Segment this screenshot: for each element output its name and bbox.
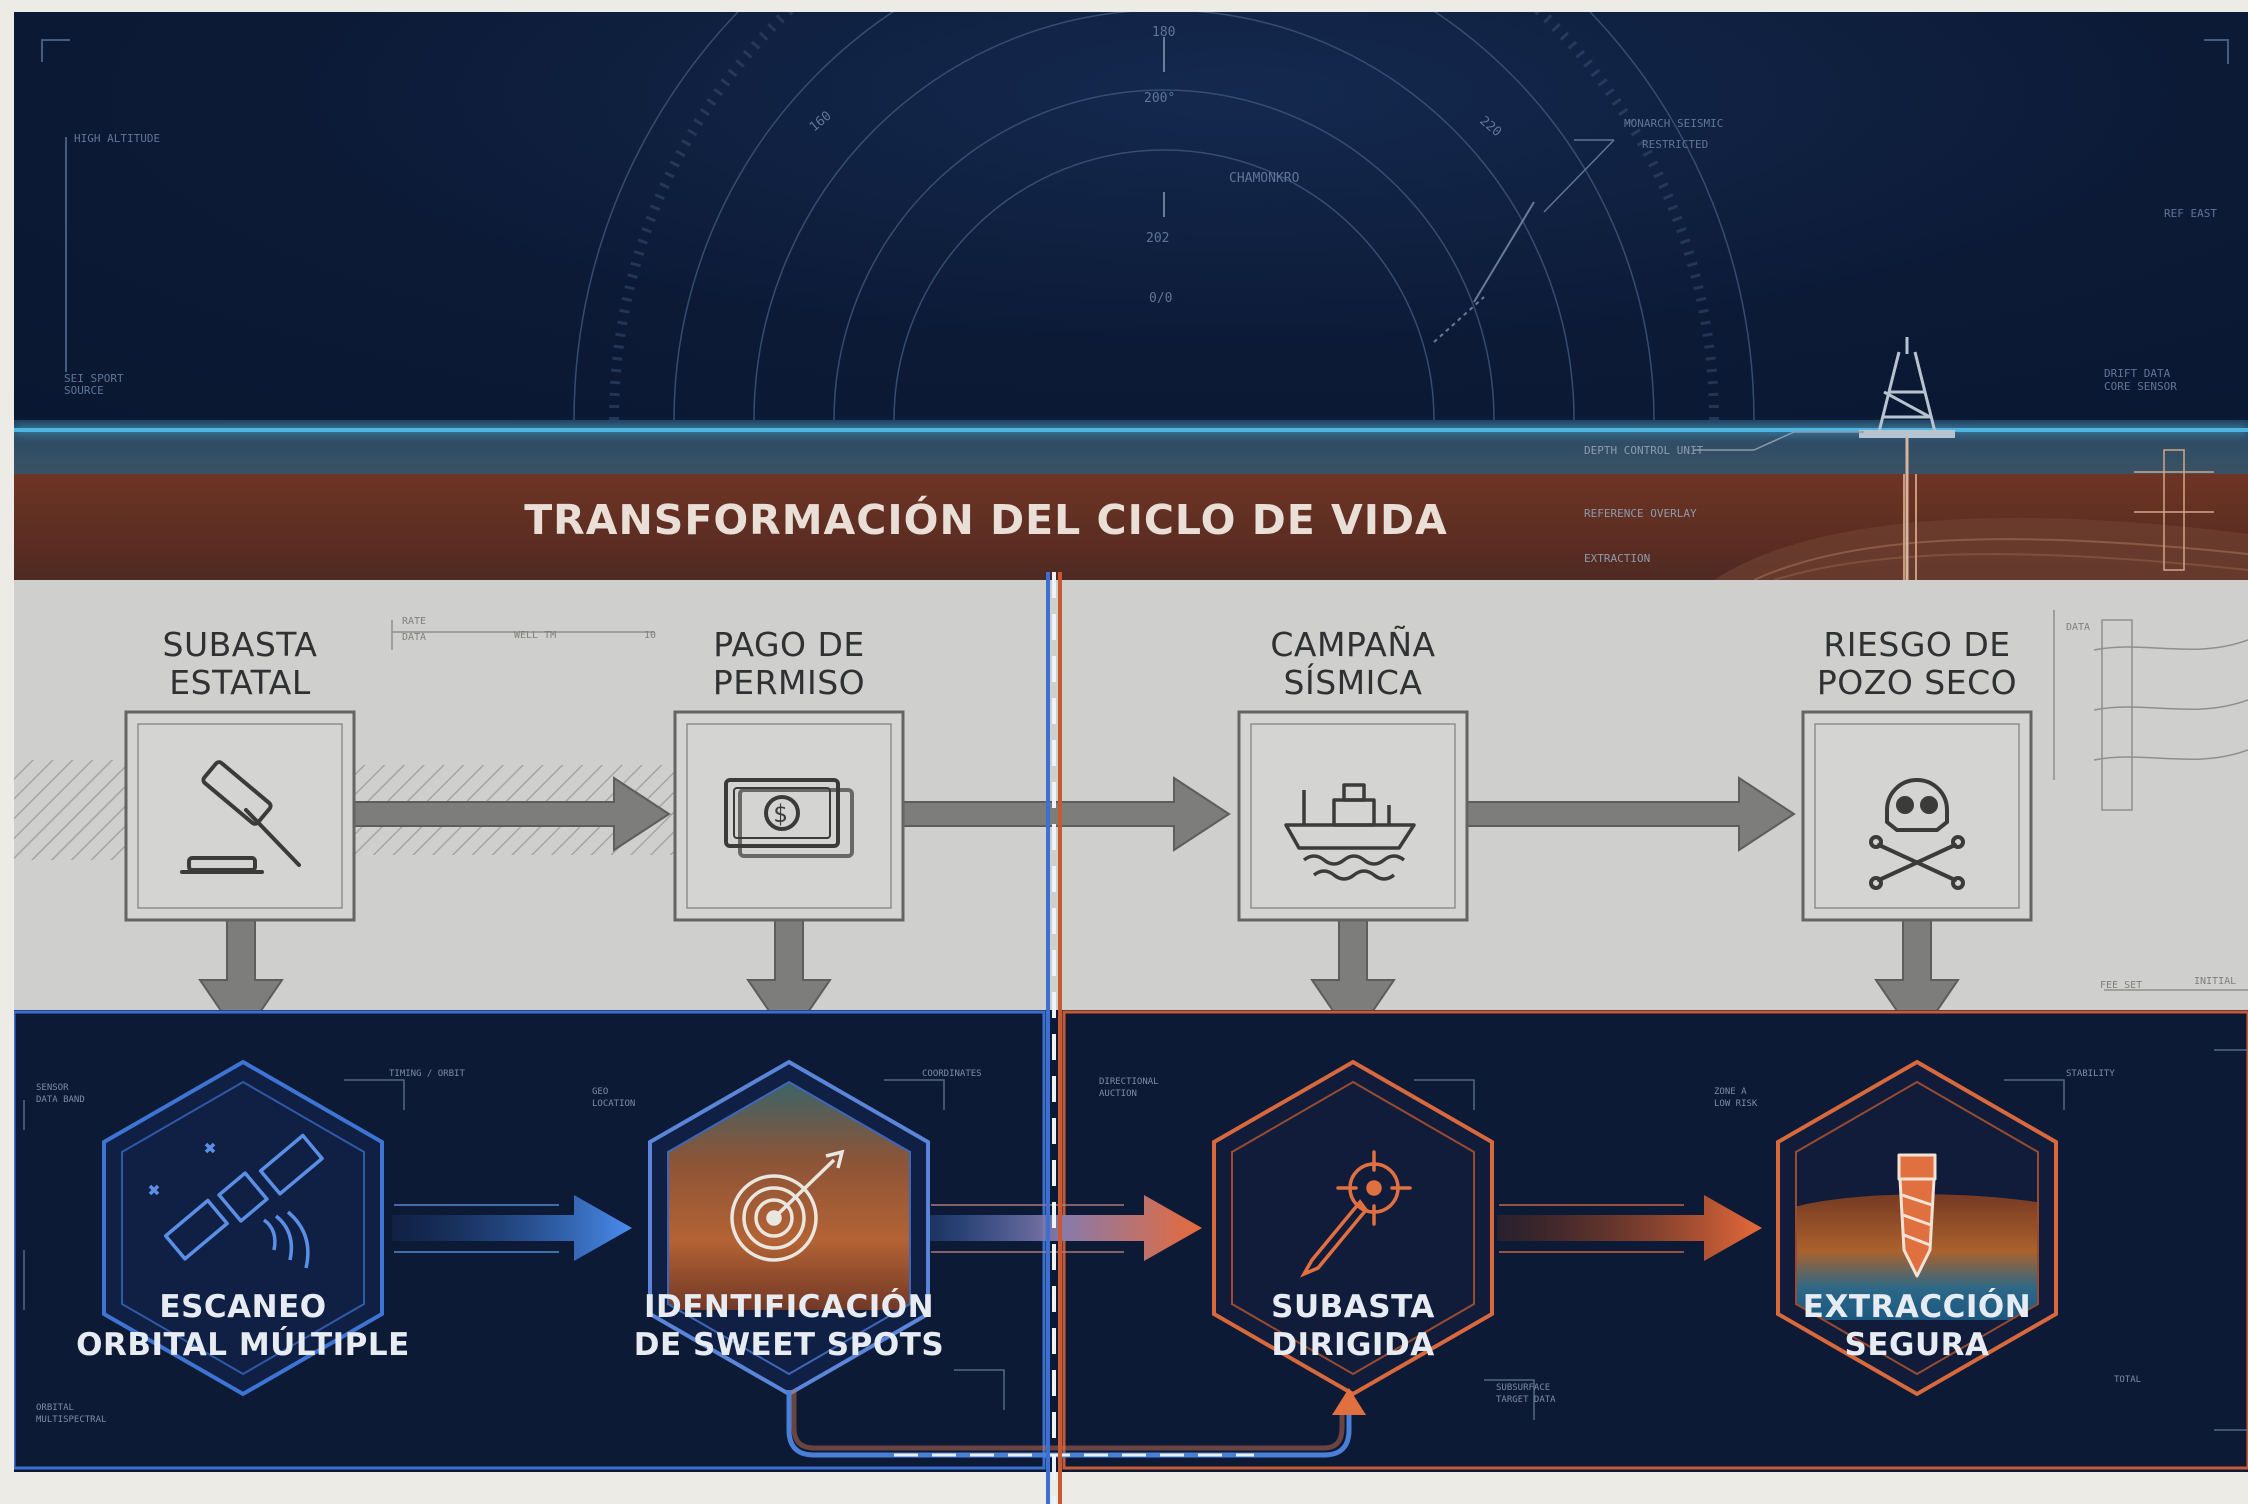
step-label-campana-sismica: CAMPAÑA SÍSMICA [1193,626,1513,702]
step-label-riesgo-pozo-seco: RIESGO DE POZO SECO [1757,626,2077,702]
label-line: EXTRACCIÓN [1802,1289,2032,1325]
label-line: IDENTIFICACIÓN [643,1289,935,1325]
svg-text:160: 160 [807,108,835,135]
svg-text:REF EAST: REF EAST [2164,207,2217,220]
svg-text:LOW RISK: LOW RISK [1714,1099,1758,1109]
svg-text:FEE SET: FEE SET [2100,980,2142,991]
step-box-gavel [124,710,356,922]
svg-text:SEI SPORT: SEI SPORT [64,372,124,385]
traditional-flow-graphics: RATE DATA WELL TM 10 DATA FEE SET INITIA… [14,610,2248,1010]
label-line: POZO SECO [1816,663,2018,702]
step-box-ship [1237,710,1469,922]
svg-text:RATE: RATE [402,616,426,627]
svg-text:180: 180 [1152,25,1175,40]
svg-text:MULTISPECTRAL: MULTISPECTRAL [36,1415,106,1425]
svg-text:220: 220 [1476,114,1504,141]
oil-rig-schematic: DEPTH CONTROL UNIT REFERENCE OVERLAY EXT… [1584,337,2214,582]
svg-text:COORDINATES: COORDINATES [922,1069,982,1079]
label-line: CAMPAÑA [1270,625,1436,664]
svg-text:SOURCE: SOURCE [64,384,104,397]
svg-text:DEPTH CONTROL UNIT: DEPTH CONTROL UNIT [1584,444,1704,457]
svg-text:200°: 200° [1144,91,1175,106]
target-icon [730,1149,845,1262]
svg-text:EXTRACTION: EXTRACTION [1584,552,1650,565]
svg-text:CHAMONKRO: CHAMONKRO [1229,171,1300,186]
svg-text:STABILITY: STABILITY [2066,1069,2115,1079]
drill-bit-icon [1897,1153,1937,1278]
label-line: SUBASTA [1271,1289,1435,1325]
gavel-icon [180,760,301,874]
svg-text:DATA BAND: DATA BAND [36,1095,85,1105]
label-line: ORBITAL MÚLTIPLE [76,1327,410,1363]
svg-text:SENSOR: SENSOR [36,1083,69,1093]
title-band: TRANSFORMACIÓN DEL CICLO DE VIDA [14,474,2248,580]
step-label-subasta-dirigida: SUBASTA DIRIGIDA [1163,1288,1543,1364]
svg-text:ORBITAL: ORBITAL [36,1403,74,1413]
label-line: PERMISO [712,663,866,702]
label-line: SEGURA [1844,1327,1990,1363]
subsurface-strata [1714,474,2248,580]
svg-text:INITIAL: INITIAL [2194,976,2236,987]
radar-header-band: 180 200° 202 0/0 CHAMONKRO 160 220 HIGH … [14,12,2248,420]
svg-text:AUCTION: AUCTION [1099,1089,1137,1099]
label-line: DIRIGIDA [1271,1327,1435,1363]
infographic: 180 200° 202 0/0 CHAMONKRO 160 220 HIGH … [14,12,2248,1504]
satellite-icon [148,1133,324,1269]
svg-text:DRIFT DATA: DRIFT DATA [2104,367,2171,380]
step-label-extraccion-segura: EXTRACCIÓN SEGURA [1727,1288,2107,1364]
radar-arcs: 180 200° 202 0/0 CHAMONKRO 160 220 HIGH … [41,12,2229,420]
modern-process-band: SENSOR DATA BAND TIMING / ORBIT GEO LOCA… [14,1010,2248,1472]
svg-text:GEO: GEO [592,1087,608,1097]
water-surface-line [14,428,2248,432]
modern-arrows [392,1195,1762,1261]
page-title: TRANSFORMACIÓN DEL CICLO DE VIDA [524,496,1448,544]
ship-icon [1284,783,1416,881]
label-line: PAGO DE [713,625,865,664]
skull-crossbones-icon [1869,778,1965,890]
process-boxes [124,710,2033,922]
step-box-banknote [673,710,905,922]
label-line: DE SWEET SPOTS [633,1327,945,1363]
drill-target-icon [1299,1150,1412,1278]
sea-surface-band [14,420,2248,474]
svg-text:DIRECTIONAL: DIRECTIONAL [1099,1077,1159,1087]
svg-text:WELL TM: WELL TM [514,630,556,641]
svg-text:DATA: DATA [402,632,426,643]
modern-flow-graphics: SENSOR DATA BAND TIMING / ORBIT GEO LOCA… [14,1010,2248,1470]
svg-text:REFERENCE OVERLAY: REFERENCE OVERLAY [1584,507,1697,520]
svg-text:HIGH ALTITUDE: HIGH ALTITUDE [74,132,160,145]
step-label-pago-de-permiso: PAGO DE PERMISO [629,626,949,702]
vertical-divider [1046,572,1062,1504]
transition-arrows [198,919,1960,1010]
label-line: RIESGO DE [1823,625,2011,664]
svg-text:$: $ [773,800,787,828]
label-line: SUBASTA [162,625,318,664]
svg-text:10: 10 [644,630,656,641]
svg-text:0/0: 0/0 [1149,291,1172,306]
banknote-icon: $ [724,778,854,858]
svg-text:202: 202 [1146,231,1169,246]
svg-text:MONARCH SEISMIC: MONARCH SEISMIC [1624,117,1723,130]
bottom-connector [786,1388,1366,1458]
step-label-subasta-estatal: SUBASTA ESTATAL [80,626,400,702]
svg-text:CORE SENSOR: CORE SENSOR [2104,380,2177,393]
svg-text:TOTAL: TOTAL [2114,1375,2141,1385]
svg-text:TIMING / ORBIT: TIMING / ORBIT [389,1069,465,1079]
svg-text:LOCATION: LOCATION [592,1099,635,1109]
step-label-escaneo-orbital: ESCANEO ORBITAL MÚLTIPLE [53,1288,433,1364]
svg-text:ZONE A: ZONE A [1714,1087,1747,1097]
step-label-sweet-spots: IDENTIFICACIÓN DE SWEET SPOTS [599,1288,979,1364]
svg-text:DATA: DATA [2066,622,2090,633]
step-box-skull [1801,710,2033,922]
label-line: ESTATAL [169,663,311,702]
traditional-arrows [343,776,1796,852]
label-line: SÍSMICA [1283,663,1423,702]
svg-text:TARGET DATA: TARGET DATA [1496,1395,1556,1405]
svg-text:SUBSURFACE: SUBSURFACE [1496,1383,1550,1393]
svg-text:RESTRICTED: RESTRICTED [1642,138,1708,151]
traditional-process-band: RATE DATA WELL TM 10 DATA FEE SET INITIA… [14,580,2248,1010]
label-line: ESCANEO [159,1289,327,1325]
